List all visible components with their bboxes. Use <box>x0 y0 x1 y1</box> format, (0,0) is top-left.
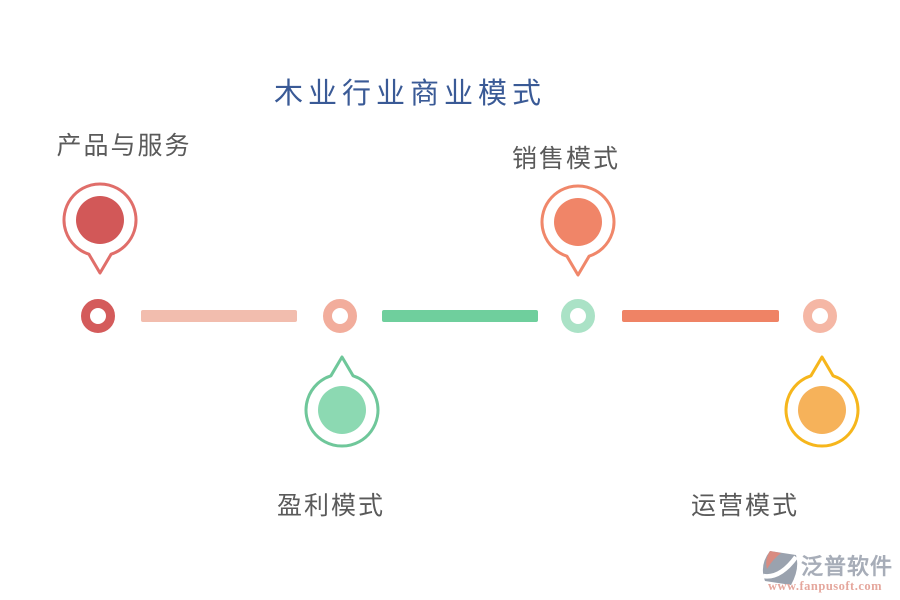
pin-marker-profit-model-icon <box>304 355 380 448</box>
brand-url: www.fanpusoft.com <box>768 579 883 593</box>
pin-dot <box>798 386 846 434</box>
pin-dot <box>554 198 602 246</box>
timeline-ring-2-icon <box>323 299 357 333</box>
fanpu-logo-icon <box>762 551 798 585</box>
pin-marker-sales-model-icon <box>540 184 616 277</box>
label-sales-model: 销售模式 <box>511 146 621 173</box>
label-operation-model: 运营模式 <box>690 493 800 520</box>
timeline-bar-2 <box>382 310 538 322</box>
label-product-service: 产品与服务 <box>56 133 192 160</box>
pin-dot <box>318 386 366 434</box>
timeline-ring-3-icon <box>561 299 595 333</box>
timeline-bar-1 <box>141 310 297 322</box>
page-title: 木业行业商业模式 <box>273 78 546 110</box>
timeline-ring-1-icon <box>81 299 115 333</box>
label-profit-model: 盈利模式 <box>276 493 386 520</box>
pin-dot <box>76 196 124 244</box>
brand-name: 泛普软件 <box>801 554 894 579</box>
timeline-ring-4-icon <box>803 299 837 333</box>
timeline-bar-3 <box>622 310 779 322</box>
pin-marker-operation-model-icon <box>784 355 860 448</box>
pin-marker-product-service-icon <box>62 182 138 275</box>
